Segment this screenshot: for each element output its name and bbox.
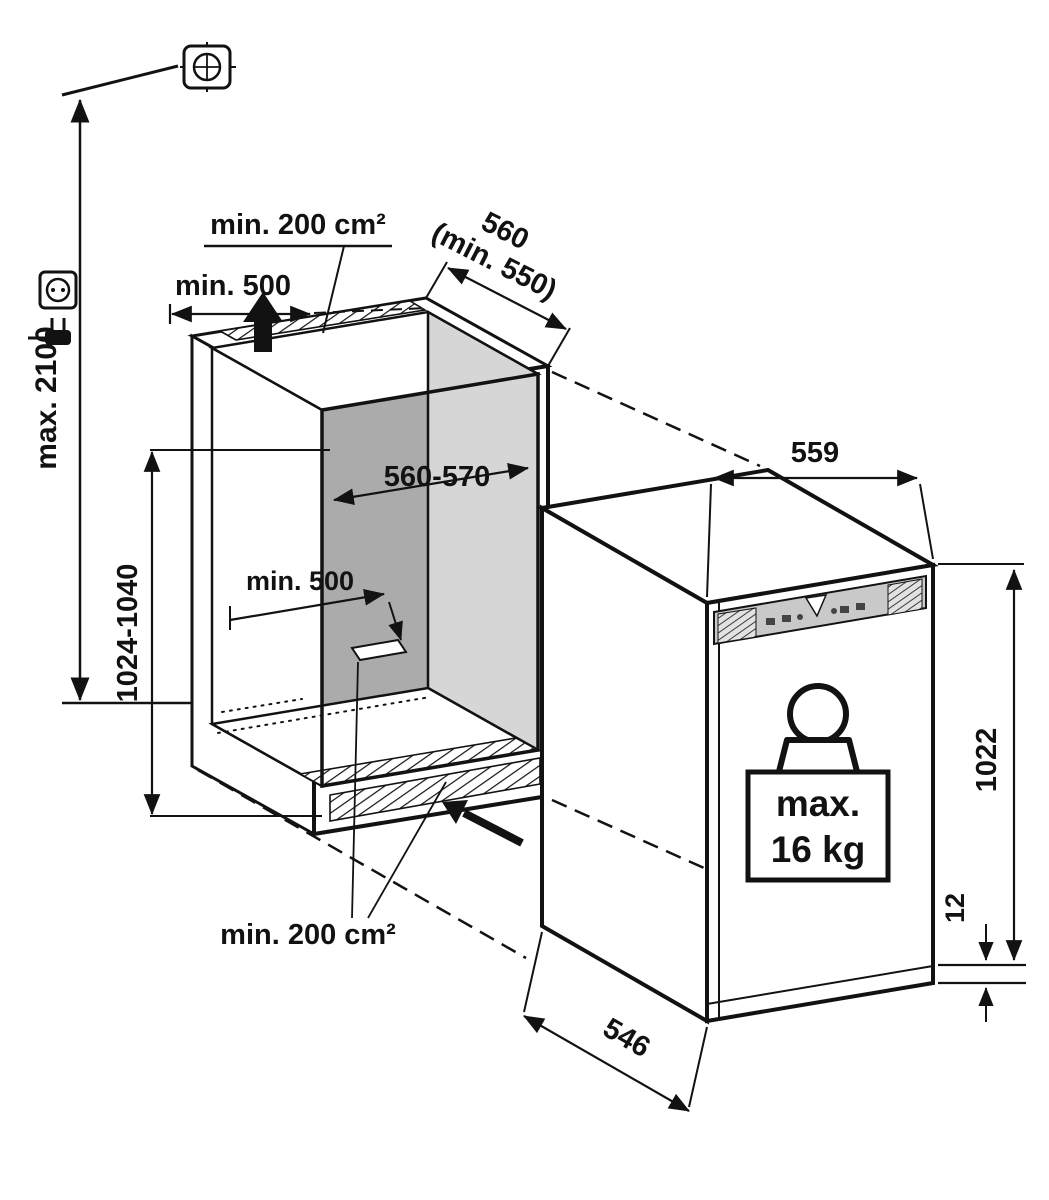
appliance-width-dimension: 559 <box>706 437 934 598</box>
vent-pointer <box>388 601 403 641</box>
control-panel <box>713 574 927 646</box>
top-vent-area-dimension: min. 200 cm² <box>204 209 392 334</box>
weight-icon: max. 16 kg <box>745 683 891 883</box>
top-vent-area-label: min. 200 cm² <box>210 209 386 241</box>
ceiling-reference-line <box>61 64 179 97</box>
extension-line <box>523 931 543 1013</box>
floor-vent-opening <box>350 638 408 662</box>
floor-vent-depth-dimension: min. 500 <box>229 566 403 641</box>
slide-path-dashed-top <box>551 370 761 468</box>
leader-line <box>322 245 345 334</box>
dimension-line <box>229 589 386 622</box>
appliance-height-dimension: 1022 <box>938 563 1026 967</box>
ceiling-max-height-label: max. 2100 <box>30 326 63 469</box>
floor-vent-depth-label: min. 500 <box>246 566 354 596</box>
weight-max-label: max. <box>776 783 860 824</box>
bottom-gap-dimension: 12 <box>938 893 1026 1022</box>
extension-line <box>425 261 448 299</box>
appliance: max. 16 kg <box>536 467 939 1025</box>
leader-line <box>367 781 447 919</box>
slide-path-dashed-middle <box>551 798 705 870</box>
niche-depth-label: 560 (min. 550) <box>427 188 577 306</box>
weight-value-label: 16 kg <box>771 829 866 870</box>
bottom-vent-area-dimension: min. 200 cm² <box>220 661 447 951</box>
extension-line <box>688 1026 708 1108</box>
panel-notch <box>804 594 828 618</box>
appliance-width-label: 559 <box>791 437 839 469</box>
dimension-line <box>447 267 567 330</box>
niche-height-label: 1024-1040 <box>112 564 144 703</box>
leader-line <box>351 661 359 919</box>
bottom-vent-area-label: min. 200 cm² <box>220 919 396 951</box>
extension-line <box>547 327 571 367</box>
top-clearance-dimension: min. 500 <box>168 270 429 324</box>
appliance-height-label: 1022 <box>971 728 1003 793</box>
extension-line <box>706 483 712 598</box>
floor-dotted-line <box>221 698 303 713</box>
niche-height-dimension: 1024-1040 <box>112 449 330 817</box>
slide-path-dashed-bottom-left <box>197 768 527 960</box>
extension-dashed-line <box>313 307 429 314</box>
airflow-in-arrow-icon <box>442 800 524 847</box>
extension-line <box>919 483 934 560</box>
weight-label-box <box>745 769 891 883</box>
power-plug-icon <box>28 318 71 345</box>
ceiling-fixing-icon <box>180 42 236 92</box>
niche-opening-edge <box>320 371 540 789</box>
power-socket-icon <box>38 270 78 310</box>
ceiling-height-dimension: max. 2100 <box>30 42 236 705</box>
bottom-gap-label: 12 <box>940 893 970 923</box>
base-line <box>706 965 934 1005</box>
dimension-line <box>332 462 530 506</box>
niche-width-dimension: 560-570 <box>332 461 530 506</box>
dimension-line <box>523 1015 690 1112</box>
appliance-depth-label: 546 <box>598 1012 656 1064</box>
power-connection <box>28 270 78 345</box>
top-clearance-label: min. 500 <box>175 270 291 302</box>
